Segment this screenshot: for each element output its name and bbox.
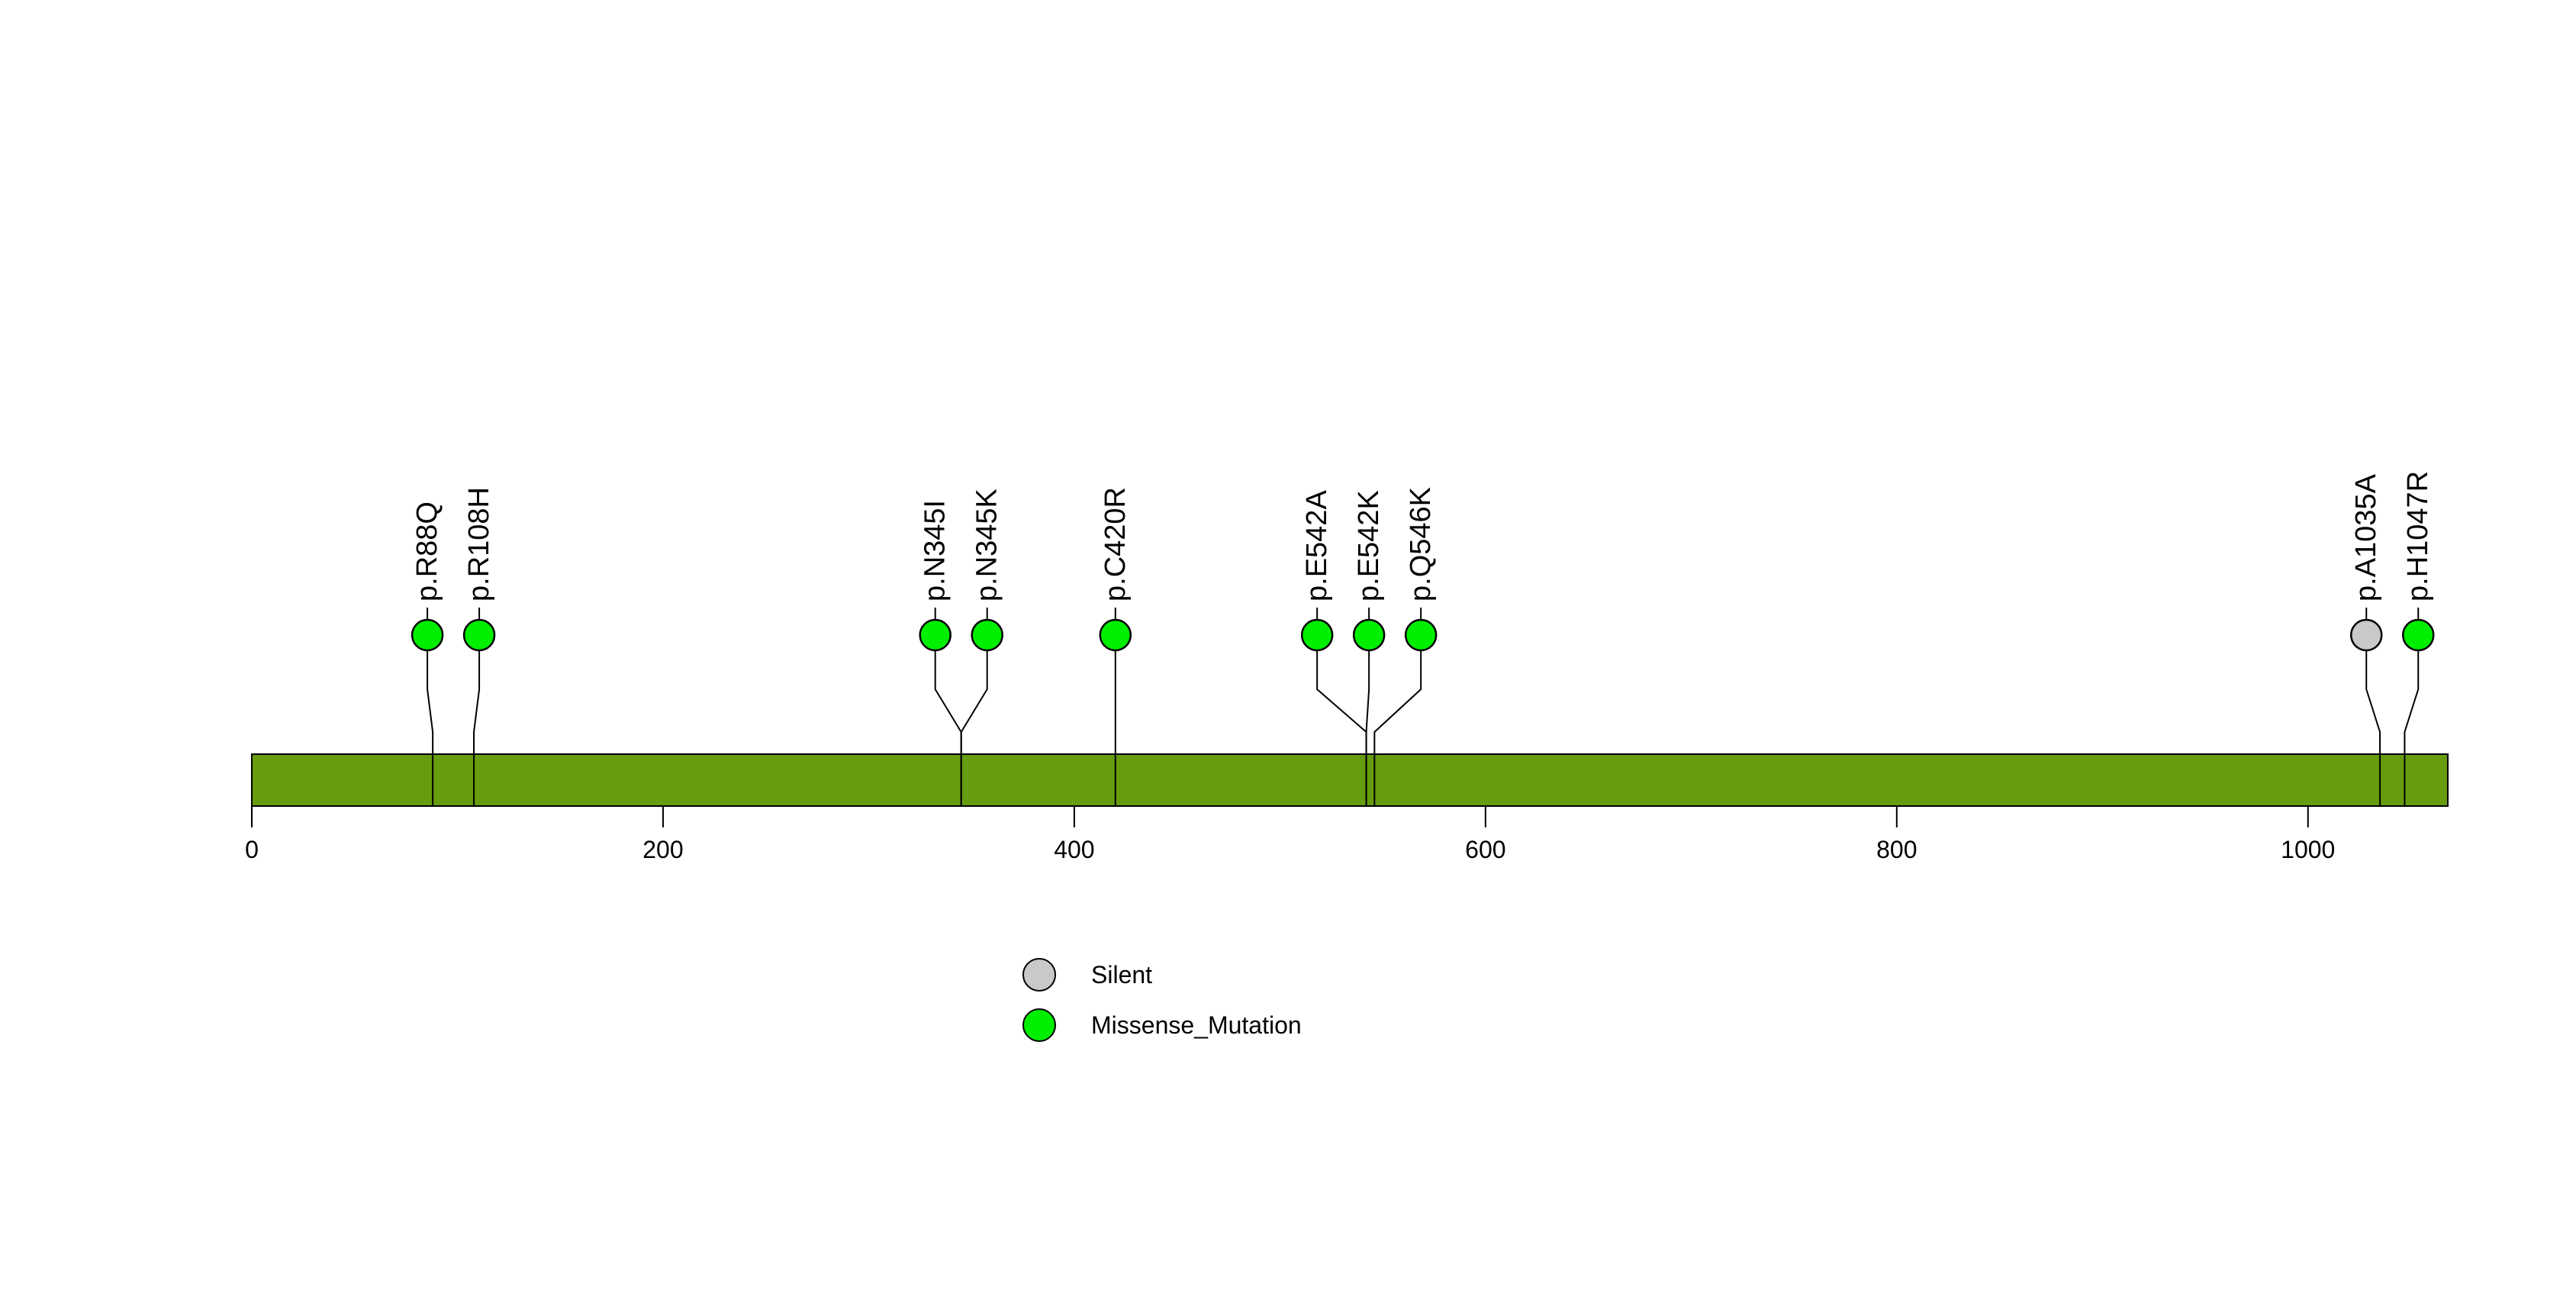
mutation-stem-p.A1035A [2365, 650, 2381, 806]
mutation-label-p.R88Q: p.R88Q [411, 501, 443, 601]
mutation-label-p.E542A: p.E542A [1301, 490, 1333, 601]
mutation-circle-p.A1035A [2349, 618, 2383, 652]
mutation-label-p.H1047R: p.H1047R [2402, 471, 2434, 601]
mutation-stem-p.E542K [1365, 650, 1370, 806]
mutation-circle-p.N345I [919, 618, 952, 652]
mutation-stem-p.Q546K [1373, 650, 1422, 806]
mutation-circle-p.R88Q [411, 618, 444, 652]
mutation-label-p.C420R: p.C420R [1100, 487, 1132, 601]
mutation-stem-p.R108H [473, 650, 481, 806]
protein-bar [251, 753, 2449, 807]
mutation-label-p.R108H: p.R108H [463, 487, 495, 601]
legend-swatch-missense_mutation [1022, 1008, 1056, 1042]
mutation-label-p.N345I: p.N345I [919, 500, 952, 601]
axis-tick-label-0: 0 [245, 836, 259, 863]
mutation-circle-p.Q546K [1404, 618, 1438, 652]
mutation-circle-p.C420R [1099, 618, 1132, 652]
mutation-circle-p.N345K [971, 618, 1003, 652]
mutation-circle-p.R108H [462, 618, 496, 652]
mutation-label-p.N345K: p.N345K [971, 489, 1003, 601]
mutation-circle-p.E542A [1300, 618, 1334, 652]
legend-label-silent: Silent [1091, 961, 1152, 988]
legend-swatch-silent [1022, 958, 1056, 992]
legend-label-missense_mutation: Missense_Mutation [1091, 1011, 1302, 1039]
mutation-circle-p.E542K [1352, 618, 1386, 652]
mutation-label-p.Q546K: p.Q546K [1405, 487, 1437, 601]
mutation-stem-p.N345K [960, 650, 988, 806]
axis-tick-label-200: 200 [642, 836, 683, 863]
axis-tick-label-600: 600 [1465, 836, 1505, 863]
axis-tick-label-800: 800 [1876, 836, 1917, 863]
axis-tick-label-400: 400 [1054, 836, 1094, 863]
mutation-circle-p.H1047R [2401, 618, 2435, 652]
mutation-stem-p.H1047R [2404, 650, 2420, 806]
mutation-label-p.A1035A: p.A1035A [2350, 473, 2382, 601]
mutation-stem-p.R88Q [427, 650, 434, 806]
mutation-label-p.E542K: p.E542K [1353, 490, 1385, 601]
axis-tick-label-1000: 1000 [2281, 836, 2335, 863]
